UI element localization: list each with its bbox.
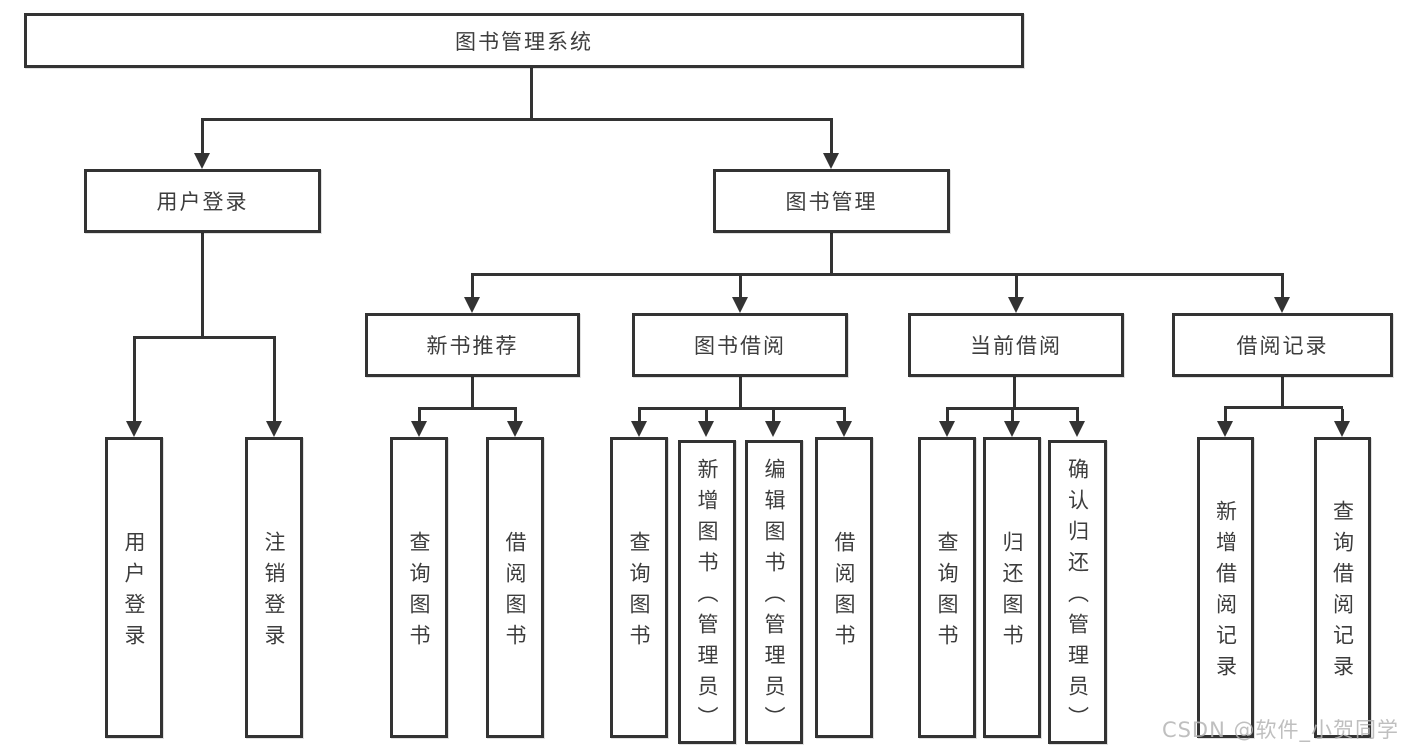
node-user-login-label: 用户登录 xyxy=(156,190,249,214)
connector-stem xyxy=(1281,377,1284,406)
connector-stem xyxy=(1015,276,1018,297)
connector-stem xyxy=(1011,410,1014,421)
leaf-add-borrow-record: 新增借阅记录 xyxy=(1197,437,1254,738)
node-root: 图书管理系统 xyxy=(24,13,1024,68)
connector-stem xyxy=(772,410,775,421)
connector-stem xyxy=(1341,409,1344,421)
leaf-logout-label: 注销登录 xyxy=(262,530,286,655)
connector-stem xyxy=(1076,410,1079,421)
arrow-down-icon xyxy=(266,421,282,437)
connector-stem xyxy=(830,121,833,153)
connector-stem xyxy=(843,410,846,421)
csdn-watermark: CSDN @软件_小贺同学 xyxy=(1161,718,1399,742)
arrow-down-icon xyxy=(765,421,781,437)
connector-stem xyxy=(705,410,708,421)
connector-level2-rail xyxy=(201,118,833,121)
arrow-down-icon xyxy=(507,421,523,437)
arrow-down-icon xyxy=(939,421,955,437)
node-borrow-records-label: 借阅记录 xyxy=(1236,334,1329,358)
leaf-query-books-recommend-label: 查询图书 xyxy=(407,530,431,655)
connector-level3-rail xyxy=(471,273,1284,276)
node-book-management-label: 图书管理 xyxy=(785,190,878,214)
connector-rail xyxy=(638,407,846,410)
arrow-down-icon xyxy=(732,297,748,313)
arrow-down-icon xyxy=(411,421,427,437)
connector-stem xyxy=(1224,409,1227,421)
leaf-add-book-admin-label: 新增图书（管理员） xyxy=(695,457,719,737)
connector-stem xyxy=(830,233,833,273)
connector-stem xyxy=(133,339,136,421)
leaf-return-book: 归还图书 xyxy=(983,437,1041,738)
arrow-down-icon xyxy=(1274,297,1290,313)
leaf-borrow-books-recommend: 借阅图书 xyxy=(486,437,544,738)
leaf-query-books-current-label: 查询图书 xyxy=(935,530,959,655)
connector-rail xyxy=(1224,406,1343,409)
arrow-down-icon xyxy=(1217,421,1233,437)
leaf-borrow-books-label: 借阅图书 xyxy=(832,530,856,655)
connector-rail xyxy=(418,407,517,410)
connector-stem xyxy=(273,339,276,421)
leaf-return-book-label: 归还图书 xyxy=(1000,530,1024,655)
arrow-down-icon xyxy=(823,153,839,169)
arrow-down-icon xyxy=(126,421,142,437)
connector-stem xyxy=(638,410,641,421)
connector-stem xyxy=(514,410,517,421)
arrow-down-icon xyxy=(1004,421,1020,437)
leaf-add-borrow-record-label: 新增借阅记录 xyxy=(1213,499,1238,686)
arrow-down-icon xyxy=(698,421,714,437)
node-user-login: 用户登录 xyxy=(84,169,321,233)
node-new-book-recommend-label: 新书推荐 xyxy=(426,334,519,358)
leaf-confirm-return-admin: 确认归还（管理员） xyxy=(1048,440,1107,744)
node-book-borrow-label: 图书借阅 xyxy=(694,334,786,358)
leaf-query-books-current: 查询图书 xyxy=(918,437,976,738)
leaf-edit-book-admin-label: 编辑图书（管理员） xyxy=(762,457,786,737)
connector-stem xyxy=(1281,276,1284,297)
leaf-query-books-borrow: 查询图书 xyxy=(610,437,668,738)
arrow-down-icon xyxy=(194,153,210,169)
arrow-down-icon xyxy=(836,421,852,437)
connector-stem xyxy=(739,276,742,297)
node-book-borrow: 图书借阅 xyxy=(632,313,848,377)
node-current-borrow-label: 当前借阅 xyxy=(970,334,1062,358)
connector-stem xyxy=(739,377,742,407)
leaf-confirm-return-admin-label: 确认归还（管理员） xyxy=(1065,457,1090,737)
connector-stem xyxy=(201,233,204,336)
connector-stem xyxy=(1013,377,1016,407)
node-root-label: 图书管理系统 xyxy=(455,29,593,54)
arrow-down-icon xyxy=(1334,421,1350,437)
node-new-book-recommend: 新书推荐 xyxy=(365,313,580,377)
node-borrow-records: 借阅记录 xyxy=(1172,313,1393,377)
arrow-down-icon xyxy=(1008,297,1024,313)
leaf-query-books-borrow-label: 查询图书 xyxy=(627,530,651,655)
connector-stem xyxy=(471,377,474,407)
arrow-down-icon xyxy=(464,297,480,313)
connector-root-stem xyxy=(530,68,533,118)
arrow-down-icon xyxy=(1069,421,1085,437)
leaf-user-login-label: 用户登录 xyxy=(122,530,146,655)
arrow-down-icon xyxy=(631,421,647,437)
node-current-borrow: 当前借阅 xyxy=(908,313,1124,377)
leaf-borrow-books: 借阅图书 xyxy=(815,437,873,738)
leaf-user-login: 用户登录 xyxy=(105,437,163,738)
leaf-query-borrow-record-label: 查询借阅记录 xyxy=(1330,499,1355,686)
connector-rail xyxy=(946,407,1079,410)
node-book-management: 图书管理 xyxy=(713,169,950,233)
connector-stem xyxy=(201,121,204,153)
leaf-logout: 注销登录 xyxy=(245,437,303,738)
leaf-query-borrow-record: 查询借阅记录 xyxy=(1314,437,1371,738)
leaf-borrow-books-recommend-label: 借阅图书 xyxy=(503,530,527,655)
leaf-edit-book-admin: 编辑图书（管理员） xyxy=(745,440,803,744)
connector-stem xyxy=(946,410,949,421)
connector-stem xyxy=(471,276,474,297)
leaf-add-book-admin: 新增图书（管理员） xyxy=(678,440,736,744)
connector-stem xyxy=(418,410,421,421)
connector-rail xyxy=(133,336,276,339)
leaf-query-books-recommend: 查询图书 xyxy=(390,437,448,738)
